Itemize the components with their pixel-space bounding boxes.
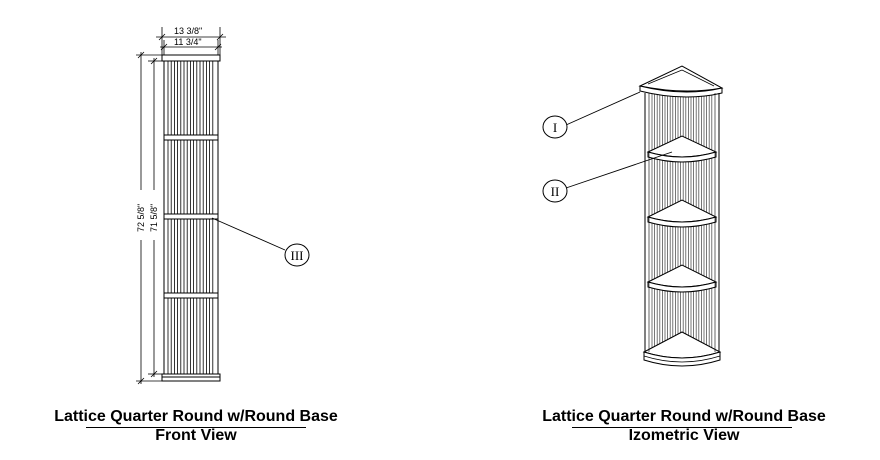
front-view: 13 3/8" 11 3/4" 72 5/8" 71 5/8" III: [136, 26, 310, 385]
front-shelf-2: [163, 213, 219, 220]
front-shelf-3: [163, 292, 219, 299]
front-shelf-1: [163, 134, 219, 141]
iso-view-title-underline: [572, 427, 792, 428]
iso-callout-II-leader: [565, 151, 673, 189]
front-view-title-line1: Lattice Quarter Round w/Round Base: [54, 408, 338, 425]
iso-view-title: Lattice Quarter Round w/Round Base Izome…: [508, 407, 860, 445]
iso-callout-II-bubble: [542, 179, 568, 203]
front-shelves: [163, 134, 219, 299]
iso-top: [638, 65, 724, 92]
front-width-dimensions: [156, 27, 226, 55]
front-view-title: Lattice Quarter Round w/Round Base Front…: [20, 407, 372, 445]
front-callout-III-leader: [211, 217, 286, 251]
front-inner-height-label: 71 5/8": [149, 204, 159, 232]
iso-callout-I-bubble: [542, 115, 568, 139]
iso-base: [642, 331, 722, 359]
iso-callout-I-leader: [565, 91, 641, 126]
iso-shelf-2: [646, 199, 718, 223]
front-top-crown: [161, 54, 221, 62]
iso-view-title-line2: Izometric View: [628, 427, 740, 444]
front-inner-width-label: 11 3/4": [174, 37, 202, 47]
iso-view-title-line1: Lattice Quarter Round w/Round Base: [542, 408, 826, 425]
iso-callout-II-text: II: [551, 184, 560, 199]
front-view-title-line2: Front View: [155, 427, 237, 444]
front-outer-height-label: 72 5/8": [136, 204, 146, 232]
front-callout-III-bubble: [284, 243, 310, 267]
iso-shelf-1: [646, 135, 718, 158]
front-outer-width-label: 13 3/8": [174, 26, 202, 36]
iso-shelf-3: [646, 264, 718, 288]
iso-shelves: [646, 135, 718, 293]
iso-callout-I-text: I: [553, 120, 557, 135]
front-view-title-underline: [86, 427, 306, 428]
front-height-dimensions: [136, 51, 164, 385]
iso-view: I II: [542, 65, 724, 367]
front-callout-III-text: III: [291, 248, 304, 263]
